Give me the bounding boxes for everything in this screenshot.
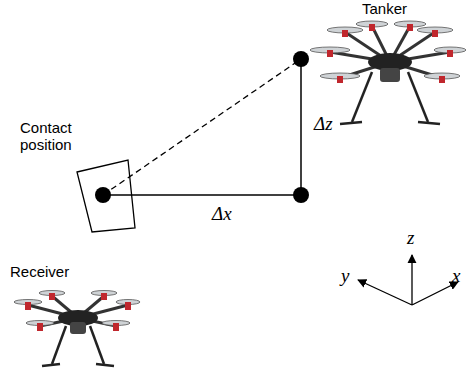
axis-label: Δz xyxy=(314,114,333,135)
axis-label: y xyxy=(341,266,349,287)
contact-quad xyxy=(77,160,135,232)
axis-label: Δx xyxy=(212,204,232,225)
tanker-drone xyxy=(310,21,466,124)
node-heading: Contact position xyxy=(20,120,92,153)
axis-label: x xyxy=(452,266,460,287)
part-name: Receiver xyxy=(10,264,69,281)
geometry xyxy=(95,51,309,203)
receiver-drone xyxy=(14,291,140,367)
contact-region: Contact position xyxy=(20,120,142,236)
part-name: Tanker xyxy=(362,1,407,18)
axis-label: z xyxy=(407,228,414,249)
axes xyxy=(358,255,458,305)
